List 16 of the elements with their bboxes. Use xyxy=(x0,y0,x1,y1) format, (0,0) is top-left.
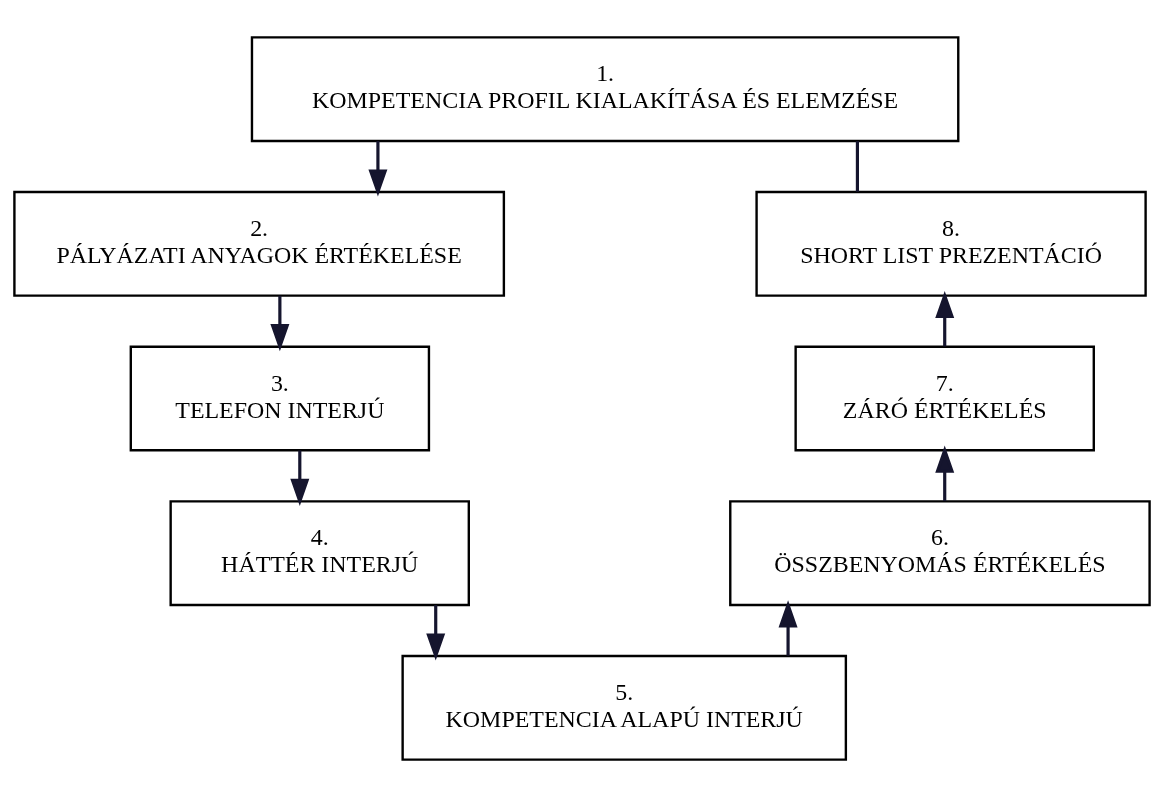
node-box: 3. TELEFON INTERJÚ xyxy=(129,345,431,451)
node-box: 8. SHORT LIST PREZENTÁCIÓ xyxy=(755,190,1147,297)
node-box: 2. PÁLYÁZATI ANYAGOK ÉRTÉKELÉSE xyxy=(13,190,506,297)
arrow xyxy=(368,140,388,197)
node-box: 1. KOMPETENCIA PROFIL KIALAKÍTÁSA ÉS ELEMZÉSE xyxy=(250,35,960,142)
arrow xyxy=(778,599,798,656)
node-box: 5. KOMPETENCIA ALAPÚ INTERJÚ xyxy=(401,654,848,761)
node-box: 7. ZÁRÓ ÉRTÉKELÉS xyxy=(794,345,1095,451)
arrow xyxy=(270,295,290,351)
connector xyxy=(855,140,860,192)
arrow xyxy=(426,604,446,661)
node-box: 4. HÁTTÉR INTERJÚ xyxy=(169,499,470,606)
arrow xyxy=(935,290,955,346)
arrow xyxy=(935,445,955,501)
arrow xyxy=(290,449,310,506)
node-box: 6. ÖSSZBENYOMÁS ÉRTÉKELÉS xyxy=(729,499,1151,606)
